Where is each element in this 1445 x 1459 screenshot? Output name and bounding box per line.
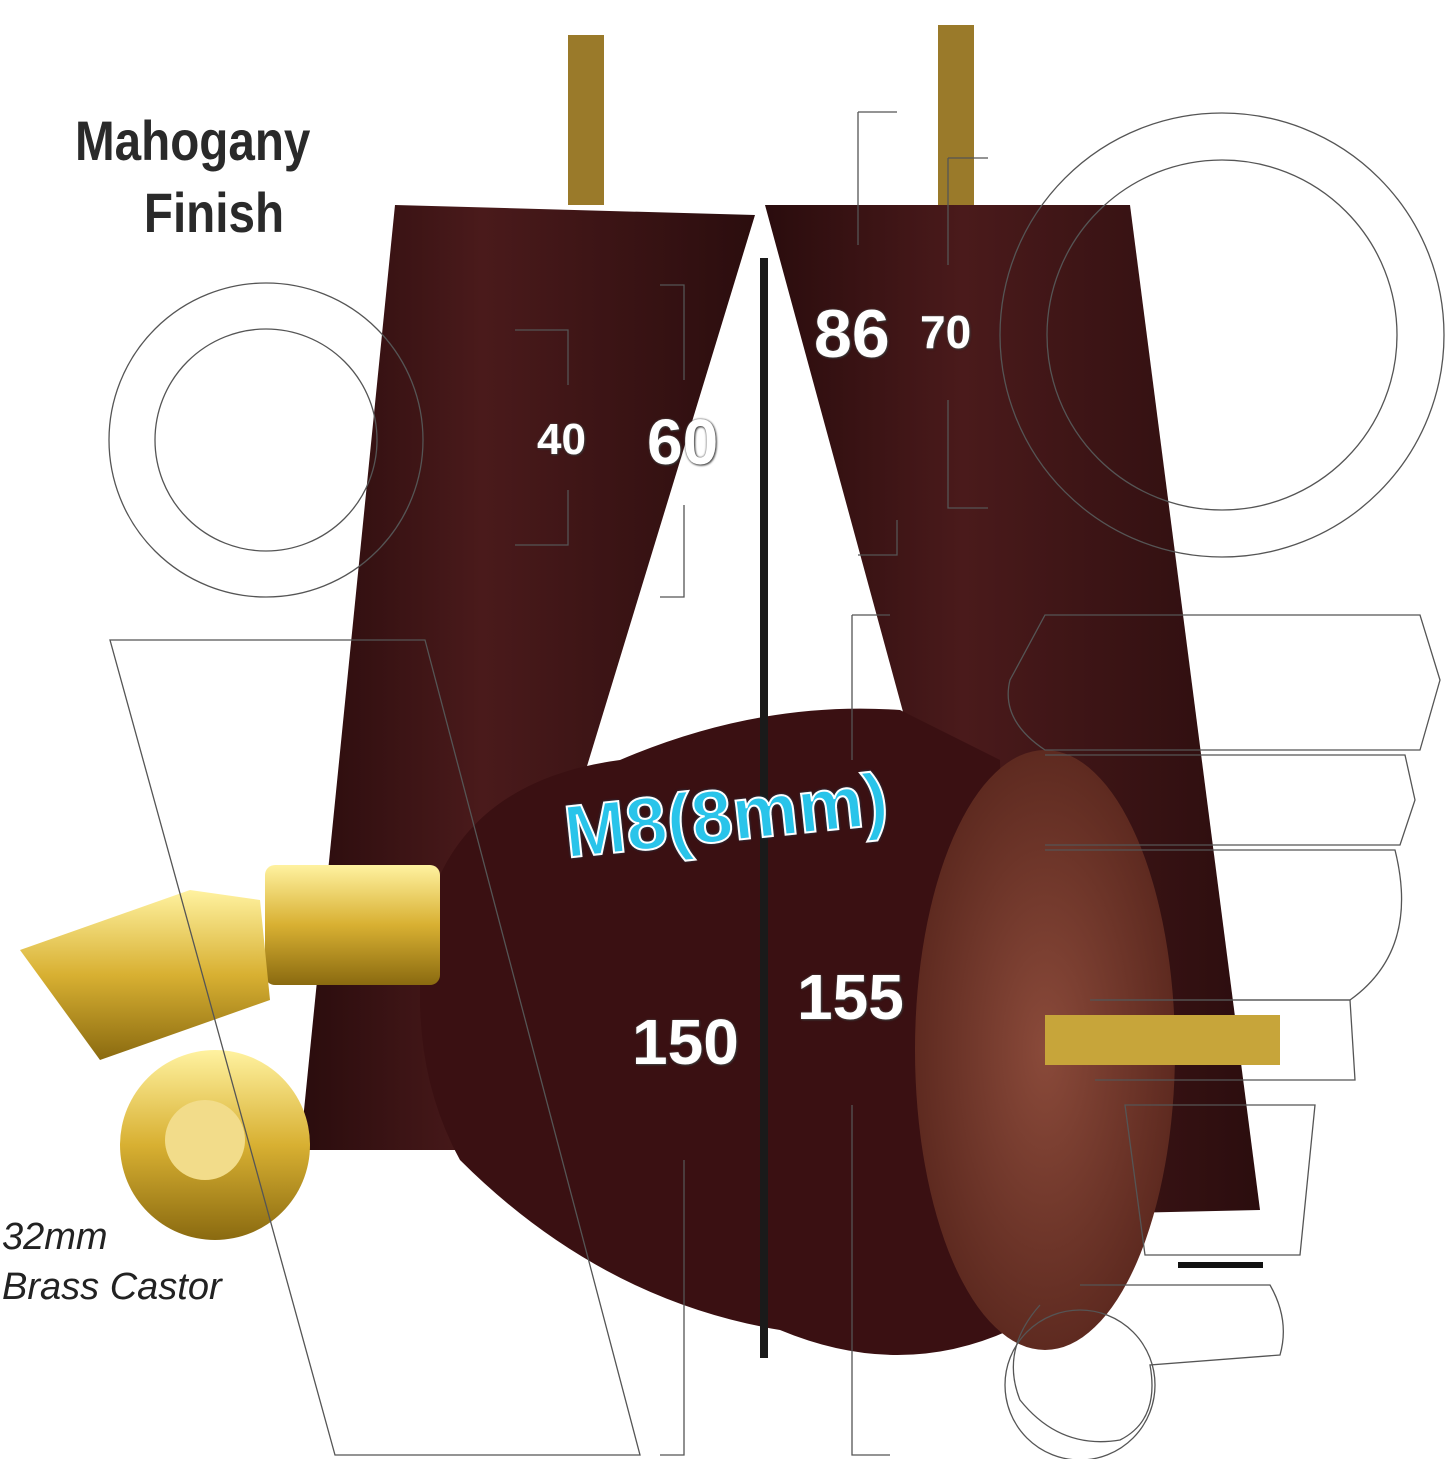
- dim-150: 150: [632, 1006, 739, 1078]
- castor-size: 32mm: [2, 1216, 108, 1258]
- side-stud: [1045, 1015, 1280, 1065]
- castor-socket: [265, 865, 440, 985]
- technical-drawings: [108, 111, 1445, 1459]
- bun-foot: [420, 708, 1010, 1355]
- castor-symbol: [1178, 1262, 1263, 1268]
- castor-wheel-hub: [165, 1100, 245, 1180]
- finish-title: Mahogany Finish: [75, 105, 310, 249]
- dim-70: 70: [920, 306, 972, 358]
- dim-86: 86: [814, 296, 890, 372]
- castor-label: 32mm Brass Castor: [2, 1212, 222, 1312]
- castor-plate: [20, 890, 270, 1060]
- stud-left: [568, 35, 604, 205]
- dim-155: 155: [797, 961, 904, 1033]
- dim-40: 40: [537, 415, 586, 464]
- castor-type: Brass Castor: [2, 1266, 222, 1308]
- finish-title-line2: Finish: [143, 181, 285, 244]
- dim-60: 60: [647, 406, 719, 478]
- center-divider: [760, 258, 768, 1358]
- stud-right: [938, 25, 974, 205]
- finish-title-line1: Mahogany: [75, 109, 311, 172]
